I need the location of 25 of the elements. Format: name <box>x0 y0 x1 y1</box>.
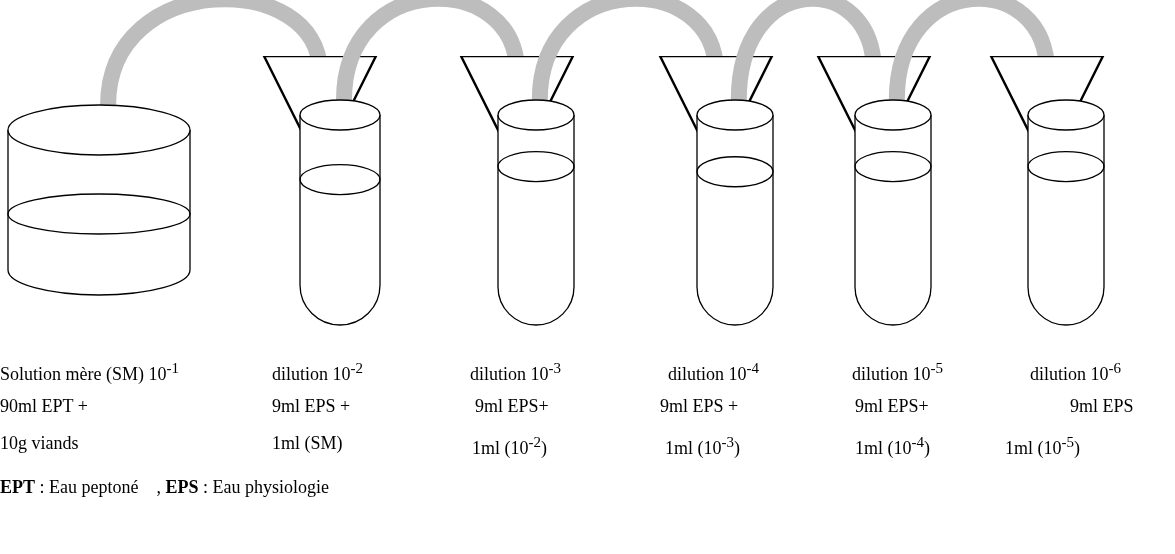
test-tube-drawing <box>855 100 931 325</box>
volume-label: 10g viands <box>0 434 79 454</box>
dilution-label: dilution 10$^{-3}$ <box>470 360 561 385</box>
volume-label: 1ml (10$^{-2}$) <box>472 434 547 459</box>
volume-label: 1ml (10$^{-5}$) <box>1005 434 1080 459</box>
volume-label: 9ml EPS+ <box>855 397 929 417</box>
dilution-label: dilution 10$^{-6}$ <box>1030 360 1121 385</box>
volume-label: 90ml EPT + <box>0 397 88 417</box>
legend-note: EPT : Eau peptoné , EPS : Eau physiologie <box>0 478 329 498</box>
volume-label: 9ml EPS + <box>272 397 351 417</box>
test-tube-drawing <box>697 100 773 325</box>
test-tube-drawing <box>1028 100 1104 325</box>
beaker-drawing <box>8 105 190 295</box>
volume-label: 9ml EPS + <box>660 397 739 417</box>
volume-label: 9ml EPS+ <box>475 397 549 417</box>
volume-label: 1ml (SM) <box>272 434 343 454</box>
dilution-label: dilution 10$^{-2}$ <box>272 360 363 385</box>
dilution-label: dilution 10$^{-5}$ <box>852 360 943 385</box>
dilution-label: Solution mère (SM) 10$^{-1}$ <box>0 360 179 385</box>
volume-label: 9ml EPS <box>1070 397 1134 417</box>
dilution-label: dilution 10$^{-4}$ <box>668 360 759 385</box>
volume-label: 1ml (10$^{-4}$) <box>855 434 930 459</box>
test-tube-drawing <box>498 100 574 325</box>
test-tube-drawing <box>300 100 380 325</box>
volume-label: 1ml (10$^{-3}$) <box>665 434 740 459</box>
